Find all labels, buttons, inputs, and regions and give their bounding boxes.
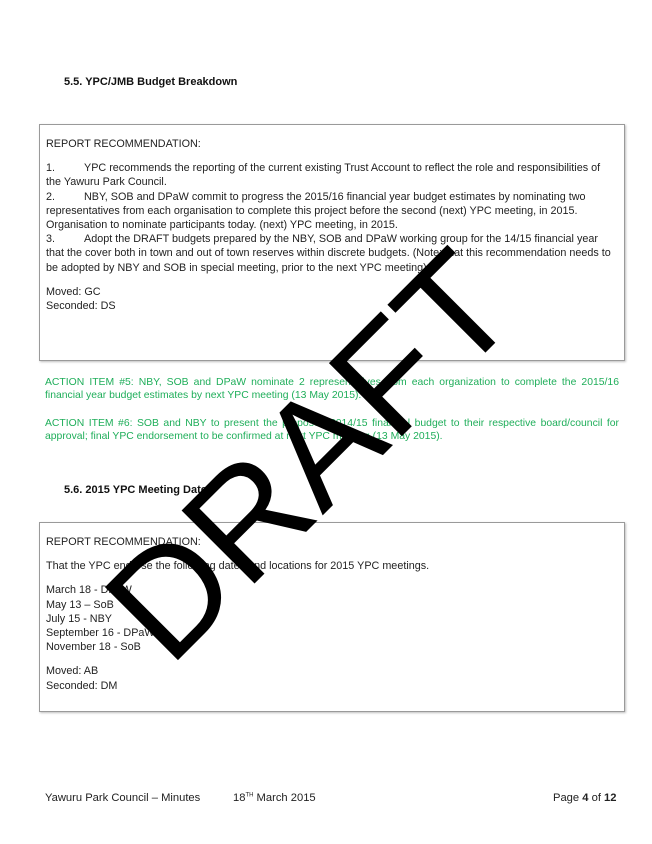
section-heading-budget: 5.5. YPC/JMB Budget Breakdown [64,76,238,88]
page-current: 4 [582,792,589,804]
recommendation-box-dates: REPORT RECOMMENDATION: That the YPC endo… [39,522,625,712]
footer-date-rest: March 2015 [253,792,316,804]
seconded-by: Seconded: DM [46,679,118,692]
item-rest: two representatives from each organisati… [46,190,586,232]
moved-by: Moved: GC [46,285,101,298]
meeting-date: July 15 - NBY [46,612,113,625]
item-lead: Adopt the DRAFT budgets prepared by the … [84,233,574,246]
page-of: of [588,792,605,804]
meeting-date: November 18 - SoB [46,641,141,654]
action-item-5: ACTION ITEM #5: NBY, SOB and DPaW nomina… [45,377,619,401]
box-title: REPORT RECOMMENDATION: [46,536,201,548]
section-heading-meeting-dates: 5.6. 2015 YPC Meeting Dates [64,484,213,496]
recommendation-item-2: 2. NBY, SOB and DPaW commit to progress t… [46,190,618,233]
item-number: 3. [46,233,56,246]
page-prefix: Page [553,792,583,804]
recommendation-item-1: 1. YPC recommends the reporting of the cu… [46,161,618,189]
footer-org: Yawuru Park Council – Minutes [45,792,201,804]
seconded-by: Seconded: DS [46,300,116,313]
item-rest: responsibilities of the Yawuru Park Coun… [46,162,601,189]
footer-date-suffix: TH [245,792,254,799]
meeting-date: September 16 - DPaW [46,627,155,640]
box-title: REPORT RECOMMENDATION: [46,138,201,150]
item-number: 1. [46,162,56,175]
item-rest: year that the cover both in town and out… [46,233,611,274]
dates-intro: That the YPC endorse the following dates… [46,560,430,573]
meeting-date: March 18 - DPaW [46,584,132,597]
action-item-6: ACTION ITEM #6: SOB and NBY to present t… [45,418,619,442]
recommendation-item-3: 3. Adopt the DRAFT budgets prepared by th… [46,232,618,275]
meeting-date: May 13 – SoB [46,598,114,611]
footer-date-day: 18 [233,792,246,804]
item-lead: NBY, SOB and DPaW commit to progress the… [84,190,566,203]
page-total: 12 [604,792,617,804]
item-lead: YPC recommends the reporting of the curr… [84,162,515,175]
recommendation-box-budget: REPORT RECOMMENDATION: 1. YPC recommends … [39,124,625,361]
moved-by: Moved: AB [46,665,99,678]
footer-page-number: Page 4 of 12 [553,792,616,804]
item-number: 2. [46,190,56,203]
footer-date: 18TH March 2015 [233,792,316,804]
